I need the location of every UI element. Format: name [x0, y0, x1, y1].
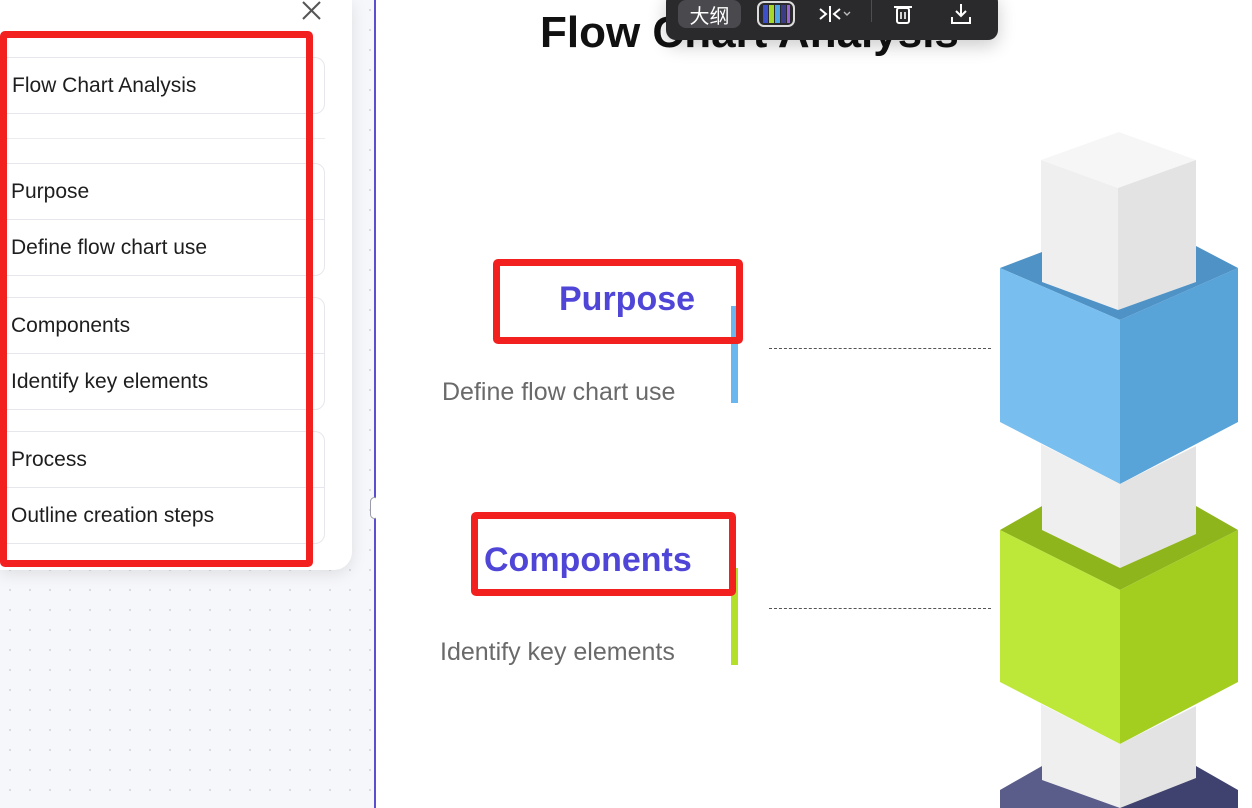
outline-heading-process[interactable]: Process — [0, 432, 324, 488]
connector-line-components — [769, 608, 991, 609]
outline-toggle-button[interactable]: 大纲 — [678, 0, 741, 28]
canvas-detail-purpose[interactable]: Define flow chart use — [442, 378, 676, 406]
canvas: Purpose Define flow chart use Components… — [376, 0, 1252, 808]
chevron-down-icon — [843, 11, 851, 16]
accent-bar-purpose — [731, 306, 738, 403]
outline-section-purpose: Purpose Define flow chart use — [0, 163, 325, 276]
connector-line-purpose — [769, 348, 991, 349]
outline-divider — [0, 138, 325, 139]
outline-title-card: Flow Chart Analysis — [0, 57, 325, 114]
outline-detail-process[interactable]: Outline creation steps — [11, 504, 215, 527]
delete-button[interactable] — [888, 0, 918, 28]
outline-detail-components[interactable]: Identify key elements — [11, 370, 209, 393]
panel-divider — [374, 0, 376, 808]
canvas-heading-components[interactable]: Components — [484, 541, 692, 579]
accent-bar-components — [731, 568, 738, 665]
outline-title-item[interactable]: Flow Chart Analysis — [12, 74, 197, 97]
toolbar-separator — [871, 0, 872, 22]
theme-palette-icon — [757, 1, 795, 27]
cube-stack-illustration — [1000, 132, 1238, 808]
layout-button[interactable] — [814, 0, 854, 28]
outline-panel: Flow Chart Analysis Purpose Define flow … — [0, 0, 352, 570]
outline-section-components: Components Identify key elements — [0, 297, 325, 410]
layout-split-icon — [819, 6, 851, 22]
close-icon[interactable] — [298, 0, 324, 22]
download-button[interactable] — [946, 0, 976, 28]
outline-heading-components[interactable]: Components — [0, 298, 324, 354]
outline-heading-purpose[interactable]: Purpose — [0, 164, 324, 220]
outline-section-process: Process Outline creation steps — [0, 431, 325, 544]
download-icon — [951, 4, 971, 24]
outline-detail-purpose[interactable]: Define flow chart use — [11, 236, 208, 259]
canvas-detail-components[interactable]: Identify key elements — [440, 638, 675, 666]
floating-toolbar: 大纲 — [666, 0, 998, 40]
trash-icon — [894, 6, 912, 24]
canvas-heading-purpose[interactable]: Purpose — [559, 280, 696, 318]
theme-palette-button[interactable] — [756, 0, 796, 28]
